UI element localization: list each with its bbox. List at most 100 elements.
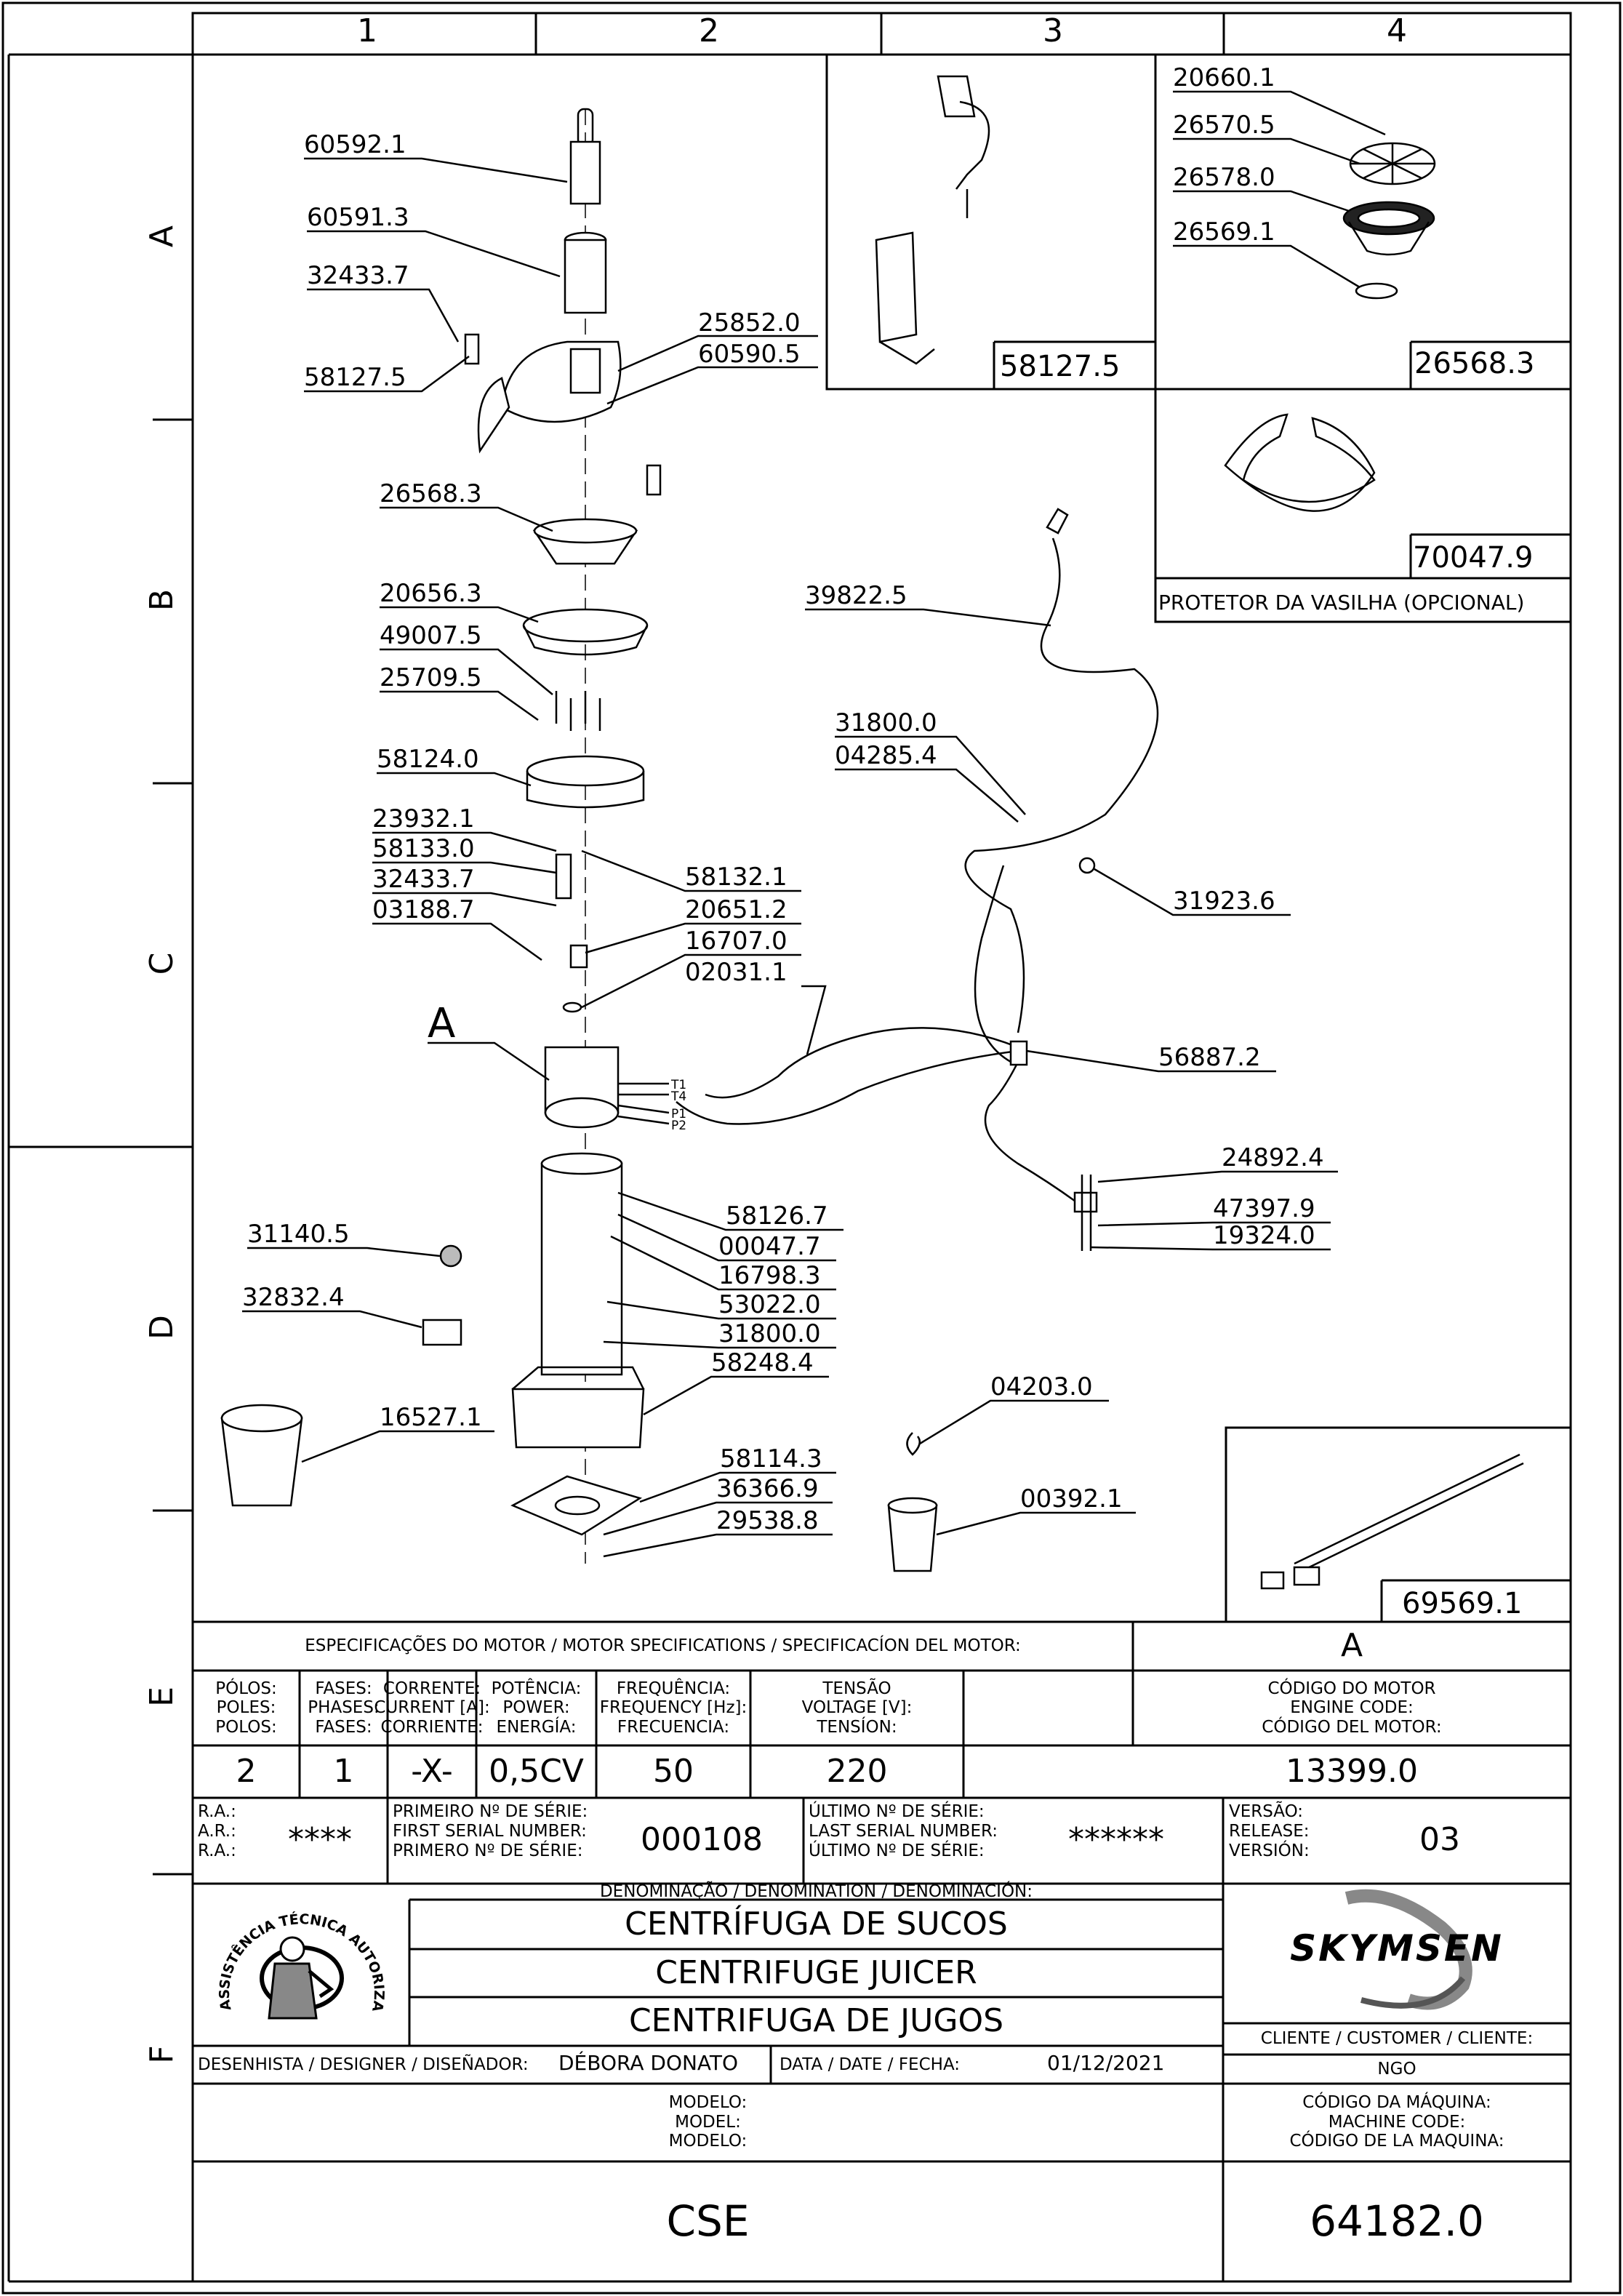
callout-20651-2: 20651.2 [585, 895, 801, 954]
spec-value-power: 0,5CV [489, 1752, 584, 1790]
callout-31800-0-b: 31800.0 [603, 1319, 836, 1349]
callout-36366-9: 36366.9 [603, 1474, 833, 1536]
grid-col-2: 2 [699, 12, 719, 49]
callout-53022-0: 53022.0 [606, 1290, 836, 1320]
ra-labels: R.A.:A.R.:R.A.: [198, 1802, 236, 1861]
grid-row-c: C [143, 953, 180, 975]
callout-60591-3: 60591.3 [307, 203, 561, 278]
spec-header-poles: PÓLOS:POLES:POLOS: [215, 1679, 277, 1737]
version-labels: VERSÃO:RELEASE:VERSIÓN: [1229, 1802, 1310, 1861]
svg-text:36366.9: 36366.9 [716, 1474, 819, 1503]
grid-row-b: B [143, 589, 180, 611]
callout-31800-0: 31800.0 [835, 708, 1026, 815]
svg-text:03188.7: 03188.7 [372, 895, 475, 924]
callout-58124-0: 58124.0 [377, 745, 532, 787]
motor-detail-ref: A [1340, 1627, 1363, 1665]
callout-03188-7: 03188.7 [372, 895, 542, 961]
svg-text:58132.1: 58132.1 [685, 863, 788, 892]
svg-text:16527.1: 16527.1 [380, 1403, 482, 1432]
svg-text:00047.7: 00047.7 [718, 1232, 821, 1261]
svg-text:60592.1: 60592.1 [304, 130, 406, 159]
svg-text:32433.7: 32433.7 [307, 261, 409, 290]
svg-text:00392.1: 00392.1 [1020, 1484, 1123, 1513]
svg-text:31800.0: 31800.0 [835, 708, 937, 737]
svg-text:04203.0: 04203.0 [990, 1372, 1093, 1401]
grid-row-d: D [143, 1315, 180, 1340]
callout-20660-1: 20660.1 [1173, 63, 1386, 136]
grid-row-f: F [143, 2045, 180, 2063]
first-serial-value: 000108 [641, 1820, 763, 1858]
svg-text:53022.0: 53022.0 [718, 1290, 821, 1319]
callout-26569-1: 26569.1 [1173, 217, 1360, 289]
svg-text:20660.1: 20660.1 [1173, 63, 1275, 92]
svg-text:31800.0: 31800.0 [718, 1319, 821, 1348]
authorized-service-seal: ASSISTÊNCIA TÉCNICA AUTORIZADA [211, 1891, 387, 2020]
exploded-parts [220, 75, 1524, 1590]
designer-label: DESENHISTA / DESIGNER / DISEÑADOR: [198, 2055, 529, 2074]
date-value: 01/12/2021 [1047, 2051, 1165, 2075]
denomination-label: DENOMINAÇÃO / DENOMINATION / DENOMINACIÓ… [599, 1881, 1033, 1901]
grid-col-3: 3 [1043, 12, 1063, 49]
callout-58114-3: 58114.3 [639, 1444, 836, 1503]
svg-text:26568.3: 26568.3 [380, 479, 482, 508]
svg-text:24892.4: 24892.4 [1222, 1143, 1324, 1172]
denomination-en: CENTRIFUGE JUICER [655, 1953, 977, 1991]
callout-58248-4: 58248.4 [643, 1348, 829, 1416]
inset-filter-code: 26568.3 [1414, 347, 1534, 380]
callout-29538-8: 29538.8 [603, 1506, 833, 1558]
motor-spec-title: ESPECIFICAÇÕES DO MOTOR / MOTOR SPECIFIC… [305, 1636, 1021, 1656]
brand-logo: SKYMSEN [1223, 1884, 1571, 2023]
callout-04203-0: 04203.0 [919, 1372, 1109, 1445]
svg-text:56887.2: 56887.2 [1158, 1043, 1261, 1072]
title-block-grid [193, 1620, 1571, 2281]
spec-value-phases: 1 [333, 1752, 354, 1790]
callout-16798-3: 16798.3 [610, 1235, 836, 1291]
svg-text:26569.1: 26569.1 [1173, 217, 1275, 247]
callout-25852-0: 25852.0 [617, 308, 818, 372]
spec-header-phases: FASES:PHASES:FASES: [308, 1679, 380, 1737]
svg-text:31140.5: 31140.5 [247, 1220, 350, 1249]
callout-60590-5: 60590.5 [606, 340, 818, 405]
spec-value-voltage: 220 [826, 1752, 888, 1790]
callout-19324-0: 19324.0 [1090, 1221, 1331, 1251]
callout-26578-0: 26578.0 [1173, 163, 1350, 212]
svg-text:16707.0: 16707.0 [685, 927, 788, 956]
svg-text:58126.7: 58126.7 [726, 1201, 828, 1231]
svg-text:26570.5: 26570.5 [1173, 111, 1275, 140]
svg-text:60590.5: 60590.5 [698, 340, 801, 369]
svg-text:20651.2: 20651.2 [685, 895, 788, 924]
callout-56887-2: 56887.2 [1026, 1043, 1276, 1073]
callout-00392-1: 00392.1 [936, 1484, 1136, 1536]
callout-49007-5: 49007.5 [380, 621, 553, 695]
designer-value: DÉBORA DONATO [558, 2051, 739, 2075]
guard-caption: PROTETOR DA VASILHA (OPCIONAL) [1158, 591, 1524, 615]
svg-text:A: A [428, 1000, 455, 1047]
callout-04285-4: 04285.4 [835, 741, 1019, 823]
callout-31140-5: 31140.5 [247, 1220, 441, 1257]
lead-p2: P2 [671, 1119, 686, 1133]
callout-58126-7: 58126.7 [617, 1191, 843, 1231]
callout-20656-3: 20656.3 [380, 579, 539, 623]
svg-text:58124.0: 58124.0 [377, 745, 479, 774]
callout-47397-9: 47397.9 [1097, 1194, 1331, 1227]
svg-text:39822.5: 39822.5 [805, 581, 907, 610]
grid-col-1: 1 [357, 12, 377, 49]
callout-58127-5: 58127.5 [304, 355, 470, 393]
denomination-pt: CENTRÍFUGA DE SUCOS [625, 1905, 1008, 1943]
spec-value-poles: 2 [236, 1752, 257, 1790]
svg-text:47397.9: 47397.9 [1213, 1194, 1315, 1223]
first-serial-labels: PRIMEIRO Nº DE SÉRIE:FIRST SERIAL NUMBER… [393, 1802, 588, 1861]
inset-guard-code: 70047.9 [1413, 541, 1533, 575]
grid-col-4: 4 [1387, 12, 1407, 49]
ra-value: **** [288, 1820, 352, 1858]
svg-text:20656.3: 20656.3 [380, 579, 482, 608]
machine-code-labels: CÓDIGO DA MÁQUINA:MACHINE CODE:CÓDIGO DE… [1289, 2093, 1504, 2151]
machine-code-value: 64182.0 [1310, 2196, 1484, 2247]
svg-text:25709.5: 25709.5 [380, 663, 482, 692]
detail-marker-a: A [428, 1000, 550, 1081]
svg-text:02031.1: 02031.1 [685, 958, 788, 987]
grid-row-e: E [143, 1687, 180, 1707]
lead-p1: P1 [671, 1107, 686, 1121]
